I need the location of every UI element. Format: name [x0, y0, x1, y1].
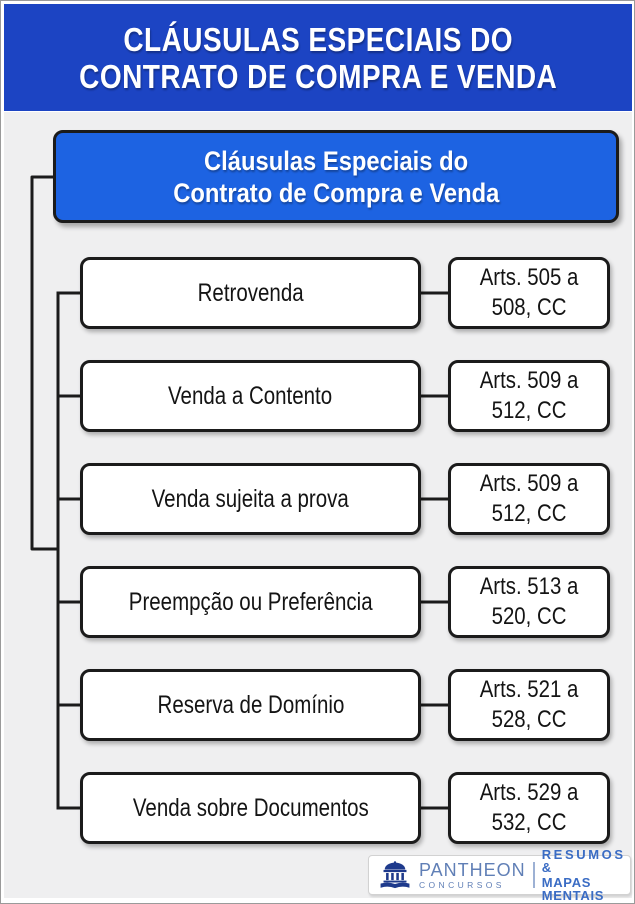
- article-ref-node: Arts. 513 a 520, CC: [448, 566, 610, 638]
- article-ref-line-2: 512, CC: [491, 500, 567, 527]
- article-ref-line-2: 520, CC: [491, 603, 567, 630]
- root-node-line-1: Cláusulas Especiais do: [203, 145, 469, 176]
- clause-label: Retrovenda: [197, 279, 304, 307]
- article-ref-line-2: 512, CC: [491, 397, 567, 424]
- article-ref-line-1: Arts. 505 a: [479, 264, 579, 291]
- clause-label: Venda a Contento: [168, 382, 333, 410]
- article-ref-line-1: Arts. 513 a: [479, 573, 579, 600]
- title-banner: CLÁUSULAS ESPECIAIS DO CONTRATO DE COMPR…: [4, 4, 632, 111]
- clause-node-preempcao-ou-preferencia: Preempção ou Preferência: [80, 566, 421, 638]
- pantheon-temple-book-icon: [380, 861, 410, 889]
- root-node: Cláusulas Especiais do Contrato de Compr…: [53, 130, 619, 223]
- clause-node-venda-sobre-documentos: Venda sobre Documentos: [80, 772, 421, 844]
- article-ref-node: Arts. 529 a 532, CC: [448, 772, 610, 844]
- article-ref-line-1: Arts. 509 a: [479, 367, 579, 394]
- brand-subtitle: CONCURSOS: [419, 879, 505, 890]
- article-ref-node: Arts. 509 a 512, CC: [448, 360, 610, 432]
- clause-label: Venda sujeita a prova: [151, 485, 350, 513]
- clause-label: Preempção ou Preferência: [128, 588, 373, 616]
- article-ref-line-1: Arts. 509 a: [479, 470, 579, 497]
- article-ref-line-2: 532, CC: [491, 809, 567, 836]
- brand-text-block: PANTHEON CONCURSOS: [419, 861, 526, 890]
- article-ref-node: Arts. 509 a 512, CC: [448, 463, 610, 535]
- clause-node-retrovenda: Retrovenda: [80, 257, 421, 329]
- root-node-line-2: Contrato de Compra e Venda: [172, 177, 500, 208]
- title-line-1: CLÁUSULAS ESPECIAIS DO: [123, 20, 513, 58]
- article-ref-node: Arts. 521 a 528, CC: [448, 669, 610, 741]
- clause-label: Reserva de Domínio: [157, 691, 344, 719]
- brand-bar: PANTHEON CONCURSOS RESUMOS & MAPAS MENTA…: [368, 848, 631, 902]
- article-ref-node: Arts. 505 a 508, CC: [448, 257, 610, 329]
- clause-label: Venda sobre Documentos: [132, 794, 369, 822]
- clause-node-reserva-de-dominio: Reserva de Domínio: [80, 669, 421, 741]
- article-ref-line-1: Arts. 529 a: [479, 779, 579, 806]
- clause-node-venda-sujeita-a-prova: Venda sujeita a prova: [80, 463, 421, 535]
- brand-tagline-line-2: MAPAS MENTAIS: [541, 875, 605, 903]
- brand-tagline-line-1: RESUMOS &: [541, 847, 626, 875]
- brand-divider: [532, 862, 535, 888]
- article-ref-line-2: 528, CC: [491, 706, 567, 733]
- article-ref-line-1: Arts. 521 a: [479, 676, 579, 703]
- clause-node-venda-a-contento: Venda a Contento: [80, 360, 421, 432]
- brand-name: PANTHEON: [419, 859, 526, 880]
- brand-tagline-block: RESUMOS & MAPAS MENTAIS: [542, 848, 626, 902]
- title-line-2: CONTRATO DE COMPRA E VENDA: [78, 57, 558, 95]
- article-ref-line-2: 508, CC: [491, 294, 567, 321]
